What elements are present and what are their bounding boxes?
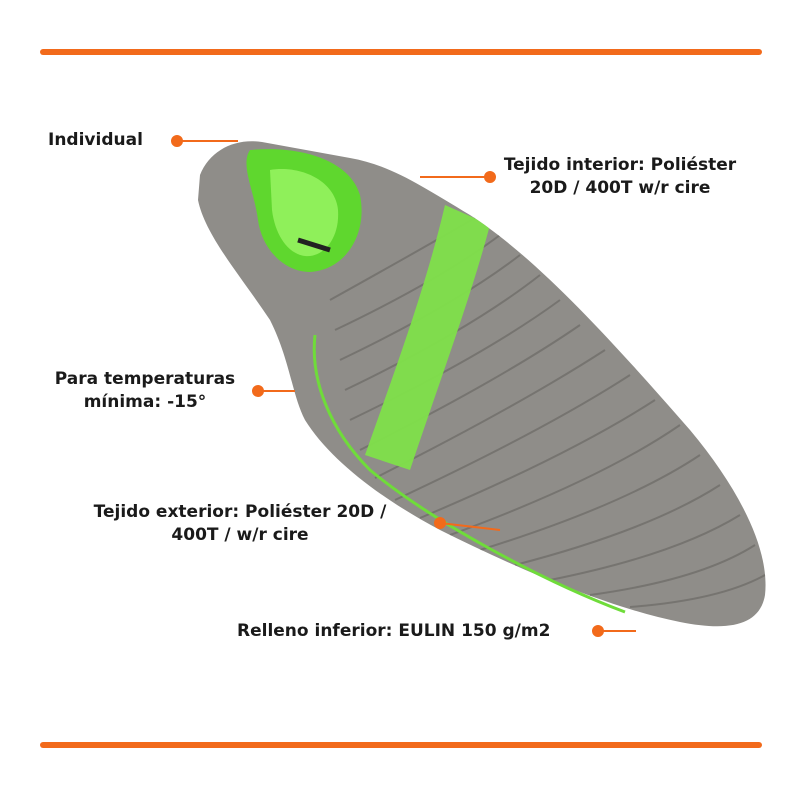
callout-inner-fabric: Tejido interior: Poliéster 20D / 400T w/… [480,154,760,200]
callout-inner-fabric-line2: 20D / 400T w/r cire [529,178,711,198]
sleeping-bag-body [198,141,766,627]
callout-individual: Individual [48,130,143,150]
callout-temperature-line2: mínima: -15° [83,392,207,412]
top-divider [40,49,762,55]
callout-outer-fabric: Tejido exterior: Poliéster 20D / 400T / … [60,501,420,547]
callout-temperature: Para temperaturas mínima: -15° [20,368,270,414]
callout-outer-fabric-line1: Tejido exterior: Poliéster 20D / [93,502,387,522]
bottom-divider [40,742,762,748]
callout-outer-fabric-line2: 400T / w/r cire [171,525,309,545]
callout-temperature-line1: Para temperaturas [54,369,236,389]
callout-inner-fabric-line1: Tejido interior: Poliéster [503,155,737,175]
callout-lines [171,135,636,637]
callout-bottom-fill: Relleno inferior: EULIN 150 g/m2 [237,621,551,641]
